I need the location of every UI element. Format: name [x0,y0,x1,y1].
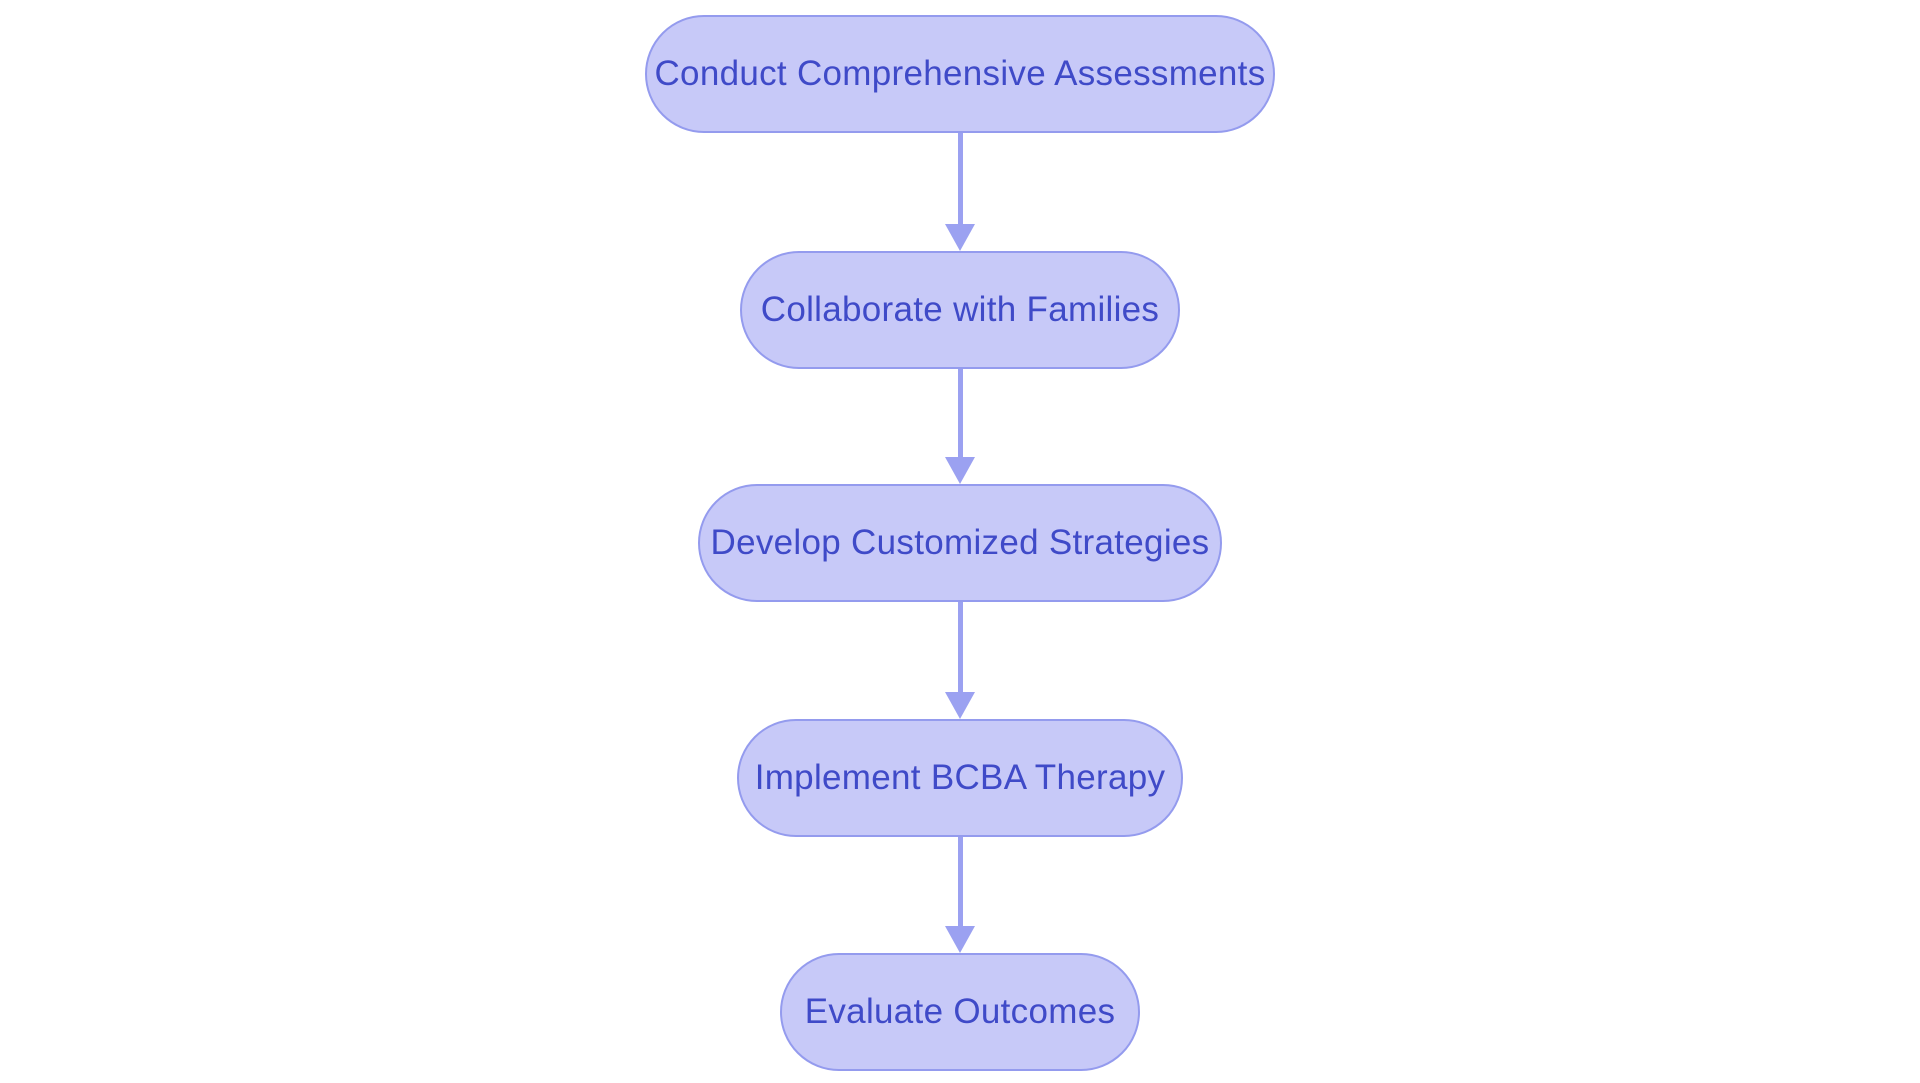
arrow-line [957,133,963,224]
flow-arrow-4 [945,837,975,953]
node-label: Evaluate Outcomes [804,992,1116,1031]
flow-node-conduct-comprehensive-assessments: Conduct Comprehensive Assessments [645,15,1275,133]
arrow-line [957,837,963,926]
node-label: Develop Customized Strategies [710,523,1210,562]
arrow-head-down-icon [945,926,975,953]
arrow-head-down-icon [945,457,975,484]
node-label: Implement BCBA Therapy [754,758,1166,797]
arrow-line [957,602,963,692]
flow-node-implement-bcba-therapy: Implement BCBA Therapy [737,719,1183,837]
arrow-line [957,369,963,457]
flow-node-evaluate-outcomes: Evaluate Outcomes [780,953,1140,1071]
node-label: Conduct Comprehensive Assessments [654,54,1266,93]
flow-node-develop-customized-strategies: Develop Customized Strategies [698,484,1222,602]
flow-node-collaborate-with-families: Collaborate with Families [740,251,1180,369]
flow-arrow-1 [945,133,975,251]
flow-arrow-3 [945,602,975,719]
arrow-head-down-icon [945,692,975,719]
flow-arrow-2 [945,369,975,484]
arrow-head-down-icon [945,224,975,251]
node-label: Collaborate with Families [760,290,1160,329]
